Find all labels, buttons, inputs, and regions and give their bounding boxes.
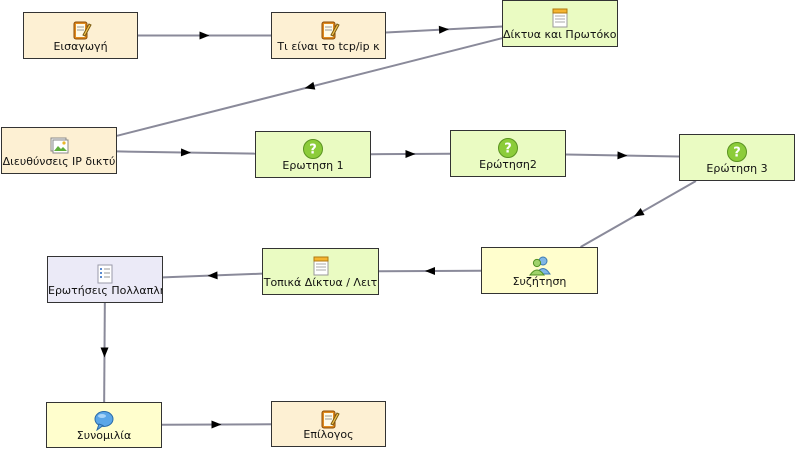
node-intro[interactable]: Εισαγωγή bbox=[23, 12, 138, 59]
arrowhead-n1-n2 bbox=[199, 31, 210, 40]
question-icon: ? bbox=[498, 138, 518, 158]
node-label: Δίκτυα και Πρωτόκολλ bbox=[503, 28, 618, 41]
node-label: Εισαγωγή bbox=[53, 40, 108, 53]
node-label: Ερωτηση 1 bbox=[282, 159, 344, 172]
arrowhead-n4-n5 bbox=[180, 148, 191, 157]
svg-text:?: ? bbox=[309, 143, 317, 158]
arrowhead-n6-n7 bbox=[617, 151, 628, 160]
arrowhead-n8-n9 bbox=[425, 266, 436, 275]
node-discussion[interactable]: Συζήτηση bbox=[481, 247, 598, 294]
node-multiple-choice[interactable]: Ερωτήσεις Πολλαπλής bbox=[47, 256, 163, 303]
arrowhead-n11-n12 bbox=[211, 420, 222, 429]
notepad-pencil-icon bbox=[321, 410, 340, 429]
notepad-pencil-icon bbox=[73, 21, 92, 40]
svg-text:?: ? bbox=[504, 142, 512, 157]
arrowhead-n3-n4 bbox=[304, 81, 316, 90]
node-label: Ερώτηση2 bbox=[479, 158, 537, 171]
arrowhead-n9-n10 bbox=[207, 271, 218, 280]
notepad-icon bbox=[552, 8, 568, 28]
node-question-2[interactable]: ? Ερώτηση2 bbox=[450, 130, 566, 177]
node-label: Τι είναι το tcp/ip κ bbox=[277, 40, 380, 53]
node-local-networks[interactable]: Τοπικά Δίκτυα / Λειτ bbox=[262, 248, 379, 295]
arrowhead-n2-n3 bbox=[438, 25, 449, 34]
image-icon bbox=[50, 137, 69, 154]
node-label: Ερωτήσεις Πολλαπλής bbox=[48, 284, 163, 297]
node-epilogue[interactable]: Επίλογος bbox=[271, 401, 386, 447]
node-label: Τοπικά Δίκτυα / Λειτ bbox=[263, 276, 378, 289]
node-question-3[interactable]: ? Ερώτηση 3 bbox=[679, 134, 795, 181]
node-question-1[interactable]: ? Ερωτηση 1 bbox=[255, 131, 371, 178]
notepad-icon bbox=[313, 256, 328, 276]
users-icon bbox=[528, 256, 551, 276]
node-label: Επίλογος bbox=[303, 428, 354, 441]
node-label: Διευθύνσεις IP δικτύ bbox=[2, 155, 116, 168]
svg-text:?: ? bbox=[733, 146, 741, 161]
question-icon: ? bbox=[303, 139, 323, 159]
node-label: Ερώτηση 3 bbox=[706, 162, 768, 175]
arrowhead-n5-n6 bbox=[405, 150, 416, 159]
node-ip-addresses[interactable]: Διευθύνσεις IP δικτύ bbox=[1, 127, 117, 174]
checklist-icon bbox=[97, 264, 113, 284]
question-icon: ? bbox=[727, 142, 747, 162]
notepad-pencil-icon bbox=[321, 21, 340, 40]
node-label: Συζήτηση bbox=[512, 275, 567, 288]
chat-bubble-icon bbox=[94, 411, 114, 431]
node-label: Συνομιλία bbox=[76, 429, 132, 442]
arrowhead-n7-n8 bbox=[633, 208, 645, 217]
node-what-is-tcpip[interactable]: Τι είναι το tcp/ip κ bbox=[271, 12, 386, 59]
arrowhead-n10-n11 bbox=[100, 347, 109, 358]
node-networks-protocols[interactable]: Δίκτυα και Πρωτόκολλ bbox=[502, 0, 618, 47]
node-chat[interactable]: Συνομιλία bbox=[46, 402, 162, 448]
